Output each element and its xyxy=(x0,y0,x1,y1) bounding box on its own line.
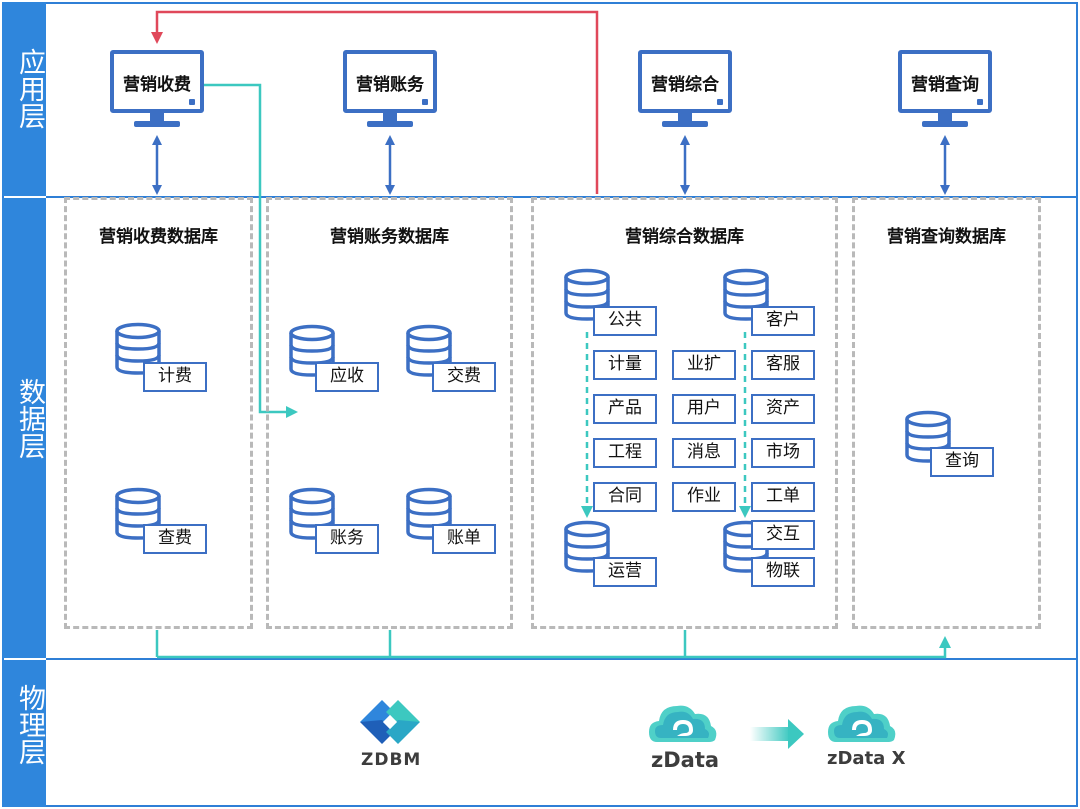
layer-label-physical: 物理层 xyxy=(14,684,45,765)
app-monitor-integrated[interactable]: 营销综合 xyxy=(638,50,732,130)
zdatax-label: zData X xyxy=(827,748,906,769)
app-monitor-query[interactable]: 营销查询 xyxy=(898,50,992,130)
db-tag: 计费 xyxy=(143,362,207,392)
db-tag: 客户 xyxy=(751,306,815,336)
billing-to-accounting-arrow xyxy=(200,83,298,418)
aggregation-bus xyxy=(157,636,951,659)
module-tag: 产品 xyxy=(593,394,657,424)
module-tag: 计量 xyxy=(593,350,657,380)
module-tag: 用户 xyxy=(672,394,736,424)
feedback-arrow xyxy=(151,10,599,194)
db-tag: 查询 xyxy=(930,447,994,477)
app-monitor-accounting[interactable]: 营销账务 xyxy=(343,50,437,130)
app-label: 营销账务 xyxy=(356,75,424,95)
app-label: 营销查询 xyxy=(911,75,979,95)
db-title-billing: 营销收费数据库 xyxy=(99,227,218,247)
app-monitor-billing[interactable]: 营销收费 xyxy=(110,50,204,130)
db-tag: 交互 xyxy=(751,520,815,550)
layer-bar-application: 应用层 xyxy=(2,2,46,196)
module-tag: 工程 xyxy=(593,438,657,468)
module-tag: 工单 xyxy=(751,482,815,512)
layer-bar-physical: 物理层 xyxy=(2,660,46,807)
db-tag: 账务 xyxy=(315,524,379,554)
db-tag: 公共 xyxy=(593,306,657,336)
module-tag: 业扩 xyxy=(672,350,736,380)
layer-bar-data: 数据层 xyxy=(2,198,46,658)
db-tag: 交费 xyxy=(432,362,496,392)
layer-label-application: 应用层 xyxy=(14,48,45,129)
db-tag: 物联 xyxy=(751,557,815,587)
zdata-label: zData xyxy=(651,748,720,772)
module-tag: 客服 xyxy=(751,350,815,380)
zdbm-label: ZDBM xyxy=(361,750,422,770)
db-box-query: 营销查询数据库 xyxy=(852,197,1041,629)
db-box-integrated: 营销综合数据库 xyxy=(531,197,838,629)
db-box-billing: 营销收费数据库 xyxy=(64,197,253,629)
module-tag: 资产 xyxy=(751,394,815,424)
db-tag: 应收 xyxy=(315,362,379,392)
module-tag: 市场 xyxy=(751,438,815,468)
module-tag: 合同 xyxy=(593,482,657,512)
db-tag: 账单 xyxy=(432,524,496,554)
module-tag: 作业 xyxy=(672,482,736,512)
layer-label-data: 数据层 xyxy=(14,378,45,459)
zdata-upgrade-arrow xyxy=(750,727,790,741)
db-tag: 运营 xyxy=(593,557,657,587)
db-title-integrated: 营销综合数据库 xyxy=(625,227,744,247)
db-title-query: 营销查询数据库 xyxy=(887,227,1006,247)
db-title-accounting: 营销账务数据库 xyxy=(330,227,449,247)
app-label: 营销收费 xyxy=(123,75,191,95)
module-tag: 消息 xyxy=(672,438,736,468)
db-tag: 查费 xyxy=(143,524,207,554)
app-label: 营销综合 xyxy=(651,75,719,95)
db-box-accounting: 营销账务数据库 xyxy=(266,197,513,629)
